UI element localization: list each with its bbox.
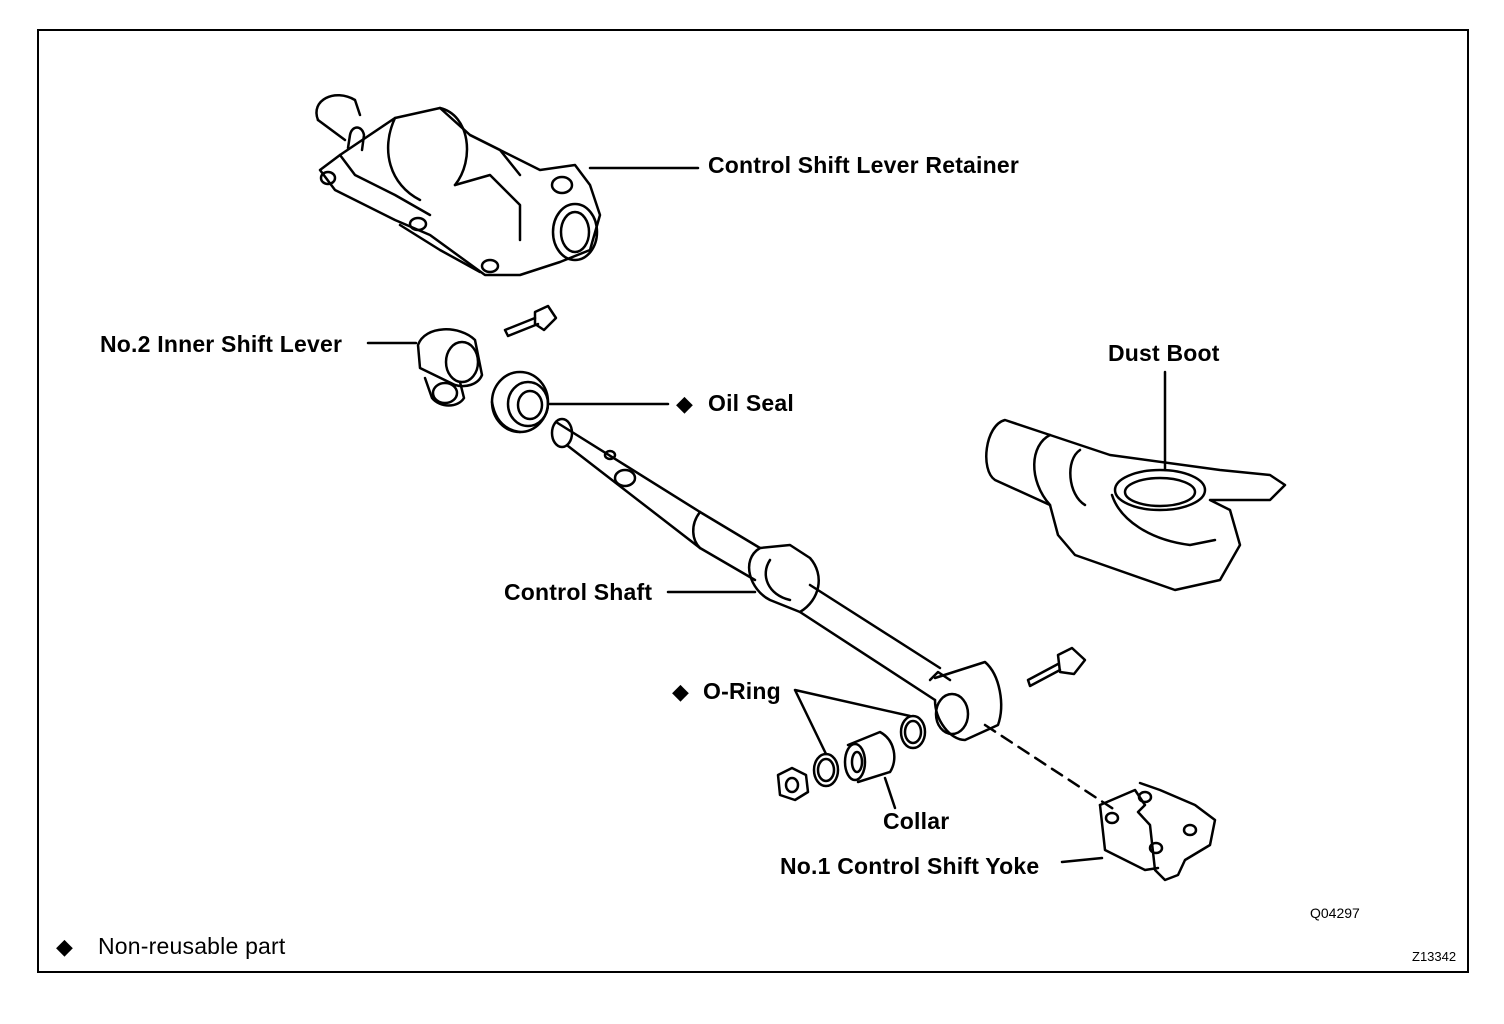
o-ring-left-part	[812, 752, 840, 788]
label-no1-control-shift-yoke: No.1 Control Shift Yoke	[780, 853, 1040, 879]
dust-boot-part	[985, 418, 1287, 592]
collar-part	[843, 730, 896, 784]
figure-code: Q04297	[1310, 905, 1360, 921]
non-reusable-marker-oil-seal: ◆	[676, 391, 693, 416]
label-collar: Collar	[883, 808, 950, 834]
alignment-dashed-line	[983, 723, 1117, 812]
yoke-leader-line	[1060, 856, 1104, 864]
sheet-code: Z13342	[1412, 949, 1457, 964]
legend-text: Non-reusable part	[98, 933, 286, 959]
control-shaft-part	[550, 417, 1003, 742]
control-shift-lever-retainer-part	[315, 94, 602, 277]
non-reusable-marker-o-ring: ◆	[672, 679, 689, 704]
label-control-shaft: Control Shaft	[504, 579, 653, 605]
bolt-upper-part	[503, 304, 558, 338]
o-ring-right-part	[899, 714, 927, 750]
label-control-shift-lever-retainer: Control Shift Lever Retainer	[708, 152, 1020, 178]
label-oil-seal: Oil Seal	[708, 390, 794, 416]
diagram-frame	[37, 29, 1469, 973]
label-dust-boot: Dust Boot	[1108, 340, 1220, 366]
oil-seal-part	[490, 370, 550, 434]
no2-inner-shift-lever-part	[416, 328, 484, 407]
nut-part	[776, 766, 810, 802]
bolt-right-part	[1026, 646, 1087, 688]
o-ring-leader-lines	[793, 688, 912, 756]
collar-leader-line	[883, 776, 897, 810]
no1-control-shift-yoke-part	[1098, 781, 1217, 882]
legend-symbol: ◆	[56, 934, 73, 959]
label-no2-inner-shift-lever: No.2 Inner Shift Lever	[100, 331, 343, 357]
label-o-ring: O-Ring	[703, 678, 781, 704]
